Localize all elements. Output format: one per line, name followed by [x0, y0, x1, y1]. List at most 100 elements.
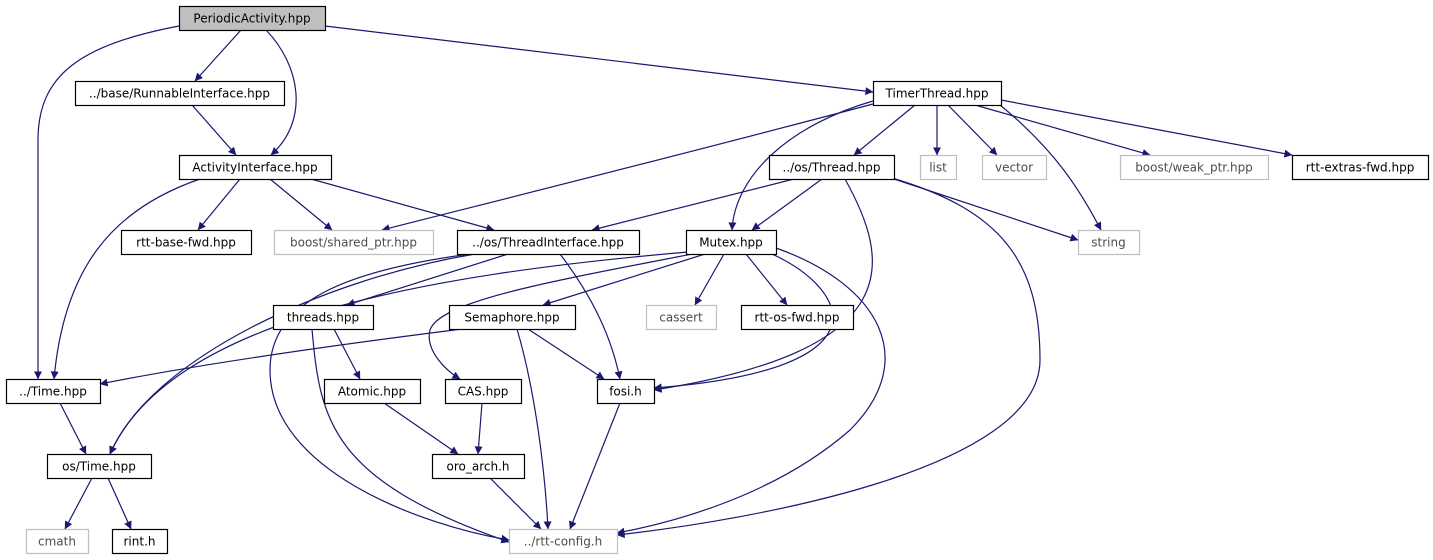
node-label: Mutex.hpp [699, 236, 763, 250]
edge-semaphore-to-fosi [527, 328, 605, 380]
edge-line [516, 328, 552, 530]
edge-line [591, 178, 795, 233]
node-oroarch[interactable]: oro_arch.h [431, 453, 526, 480]
node-label: list [929, 161, 947, 175]
node-osfwd[interactable]: rtt-os-fwd.hpp [740, 304, 855, 331]
node-box [178, 154, 333, 181]
edge-ostime-to-rinth [107, 477, 132, 530]
node-label: oro_arch.h [447, 460, 510, 474]
edge-activityif-to-threadif [310, 178, 495, 232]
edge-line [947, 104, 998, 156]
node-label: ../rtt-config.h [524, 535, 603, 549]
node-threadif[interactable]: ../os/ThreadInterface.hpp [456, 229, 641, 256]
node-box [448, 304, 577, 331]
node-ostime[interactable]: os/Time.hpp [46, 453, 153, 480]
node-runnable[interactable]: ../base/RunnableInterface.hpp [74, 80, 286, 107]
node-box [596, 378, 656, 405]
edge-mutex-to-cas [428, 253, 693, 380]
edge-osthread-to-threadif [591, 178, 795, 233]
edge-atomic-to-oroarch [383, 402, 459, 455]
node-cas[interactable]: CAS.hpp [444, 378, 523, 405]
node-string: string [1077, 229, 1141, 256]
edge-line [50, 178, 201, 380]
edge-threadif-to-fosi [559, 253, 623, 380]
edge-line [489, 477, 542, 530]
node-box [46, 453, 153, 480]
edge-line [694, 253, 725, 306]
node-basefwd[interactable]: rtt-base-fwd.hpp [120, 229, 253, 256]
node-box [981, 154, 1048, 181]
node-box [768, 154, 896, 181]
edge-line [269, 253, 510, 543]
node-threads[interactable]: threads.hpp [272, 304, 375, 331]
edge-threadif-to-ostime [109, 253, 476, 455]
edge-line [853, 104, 916, 156]
edge-line [974, 104, 1151, 157]
node-cassert: cassert [645, 304, 718, 331]
node-box [685, 229, 778, 256]
node-activityif[interactable]: ActivityInterface.hpp [178, 154, 333, 181]
node-vector: vector [981, 154, 1048, 181]
edge-threads-to-atomic [333, 328, 361, 380]
node-box [323, 378, 422, 405]
node-weakptr: boost/weak_ptr.hpp [1119, 154, 1270, 181]
edge-line [999, 104, 1102, 231]
node-list: list [919, 154, 958, 181]
edge-mutex-to-semaphore [542, 253, 706, 307]
node-timerthread[interactable]: TimerThread.hpp [872, 80, 1003, 107]
node-rinth[interactable]: rint.h [111, 528, 169, 555]
node-label: rtt-base-fwd.hpp [136, 236, 236, 250]
edge-line [333, 328, 361, 380]
node-rttconfig: ../rtt-config.h [508, 528, 619, 555]
edge-periodic-to-activityif [265, 29, 297, 156]
edge-semaphore-to-rttconfig [516, 328, 552, 530]
node-extrasfwd[interactable]: rtt-extras-fwd.hpp [1291, 154, 1430, 181]
edge-semaphore-to-time [99, 328, 463, 387]
edge-mutex-to-osfwd [745, 253, 788, 306]
edge-periodic-to-time [34, 25, 180, 380]
node-fosi[interactable]: fosi.h [596, 378, 656, 405]
node-time[interactable]: ../Time.hpp [5, 378, 102, 405]
edge-line [346, 253, 509, 307]
node-label: vector [995, 161, 1033, 175]
edge-threadif-to-rttconfig [269, 253, 510, 543]
node-box [1291, 154, 1430, 181]
node-label: TimerThread.hpp [885, 87, 989, 101]
edge-line [109, 253, 476, 455]
node-box [111, 528, 169, 555]
node-label: PeriodicActivity.hpp [193, 12, 310, 26]
edge-line [527, 328, 605, 380]
edge-runnable-to-activityif [191, 104, 237, 156]
node-box [508, 528, 619, 555]
edge-threadif-to-threads [346, 253, 509, 307]
node-label: ../base/RunnableInterface.hpp [89, 87, 270, 101]
node-box [5, 378, 102, 405]
node-box [74, 80, 286, 107]
node-box [919, 154, 958, 181]
edge-line [728, 100, 874, 231]
node-label: os/Time.hpp [62, 460, 136, 474]
node-atomic[interactable]: Atomic.hpp [323, 378, 422, 405]
edge-line [569, 402, 621, 530]
edge-timerthread-to-vector [947, 104, 998, 156]
edge-line [197, 178, 241, 231]
edge-line [311, 328, 510, 544]
node-label: boost/shared_ptr.hpp [290, 236, 417, 250]
node-label: ../os/ThreadInterface.hpp [472, 236, 624, 250]
edge-line [616, 247, 886, 536]
edge-mutex-to-rttconfig [616, 247, 886, 536]
node-mutex[interactable]: Mutex.hpp [685, 229, 778, 256]
edge-line [383, 402, 459, 455]
edge-activityif-to-basefwd [197, 178, 241, 231]
edge-timerthread-to-sharedptr [381, 103, 874, 233]
node-box [272, 304, 375, 331]
edge-line [194, 29, 242, 82]
node-box [25, 528, 90, 555]
node-label: cassert [659, 311, 703, 325]
node-periodic[interactable]: PeriodicActivity.hpp [178, 5, 327, 32]
edge-line [1000, 99, 1293, 158]
edge-activityif-to-time [50, 178, 201, 380]
node-semaphore[interactable]: Semaphore.hpp [448, 304, 577, 331]
node-osthread[interactable]: ../os/Thread.hpp [768, 154, 896, 181]
node-label: CAS.hpp [458, 385, 509, 399]
